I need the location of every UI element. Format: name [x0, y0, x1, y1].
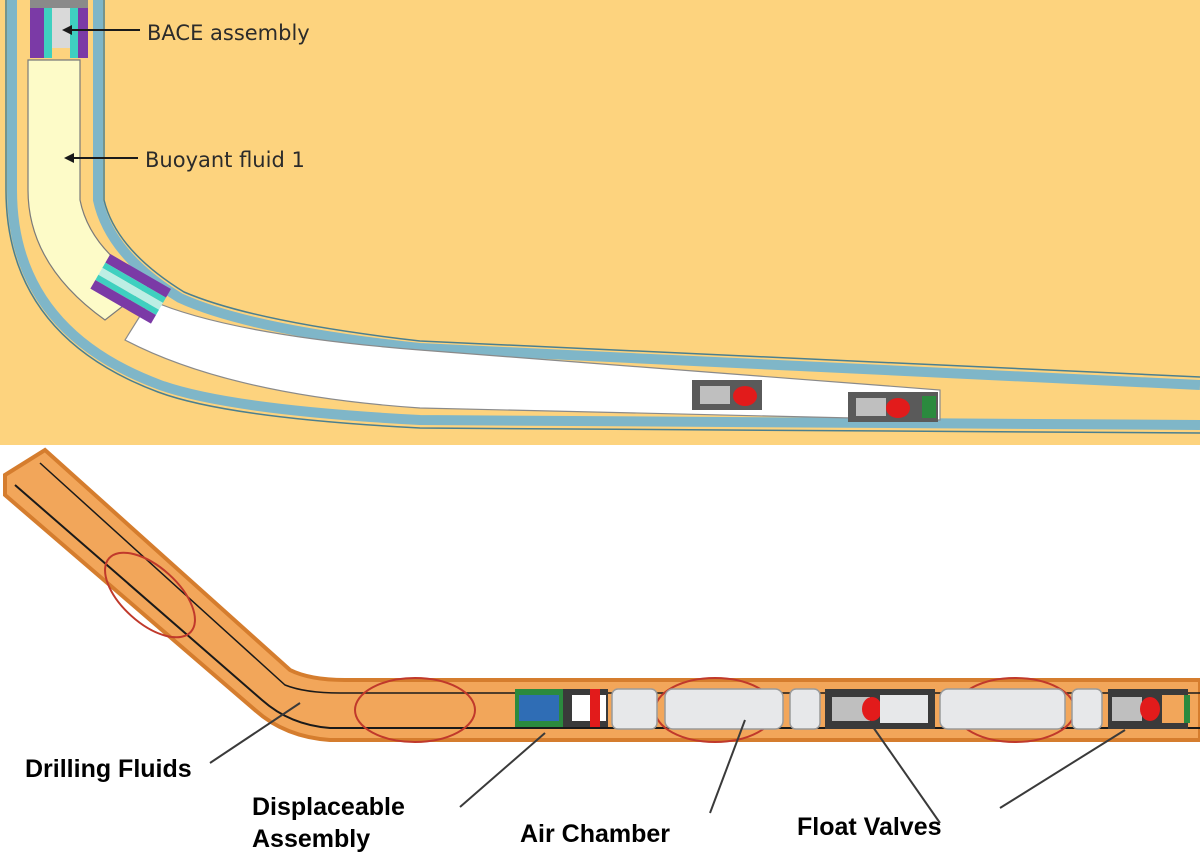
pipe-inner-line-2 [39, 462, 1200, 694]
air-chambers [611, 688, 1103, 730]
buoyant-arrow-head [64, 153, 74, 163]
bace-assembly-label: BACE assembly [147, 21, 310, 45]
drilling-fluids-arrow [209, 702, 301, 764]
buoyant-fluid-region [27, 59, 152, 321]
bace-assembly-top [30, 0, 88, 58]
inner-casing-line [103, 0, 1200, 378]
air-chamber-label: Air Chamber [520, 820, 670, 848]
outer-casing-line [5, 0, 1200, 434]
bottom-wellbore-panel: Drilling Fluids Displaceable Assembly Ai… [0, 445, 1200, 859]
bace-assembly-curve [90, 254, 171, 324]
displaceable-label-line2: Assembly [252, 825, 370, 853]
float-valve-arrow-2 [999, 729, 1126, 809]
pipe-inner-line [14, 484, 1200, 729]
inner-casing [93, 0, 1200, 390]
bottom-wellbore-diagram: Drilling Fluids Displaceable Assembly Ai… [3, 447, 1200, 853]
float-valve-top-1 [692, 380, 762, 410]
drilling-fluids-label: Drilling Fluids [25, 755, 192, 783]
float-valve-arrow-1 [872, 726, 941, 824]
air-chamber-arrow [709, 719, 746, 814]
top-wellbore-diagram: BACE assembly Buoyant fluid 1 [5, 0, 1200, 434]
buoyant-fluid-label: Buoyant fluid 1 [145, 148, 305, 172]
float-valve-bottom-2 [1108, 689, 1190, 729]
displaceable-label-line1: Displaceable [252, 793, 405, 821]
bace-arrow-head [62, 25, 72, 35]
top-wellbore-panel: BACE assembly Buoyant fluid 1 [0, 0, 1200, 445]
float-valve-bottom-1 [825, 689, 935, 729]
displaceable-assembly [515, 689, 608, 727]
displaceable-assembly-arrow [459, 732, 546, 808]
float-valves-label: Float Valves [797, 813, 942, 841]
outer-casing [7, 0, 1200, 430]
float-valve-top-2 [848, 392, 938, 422]
